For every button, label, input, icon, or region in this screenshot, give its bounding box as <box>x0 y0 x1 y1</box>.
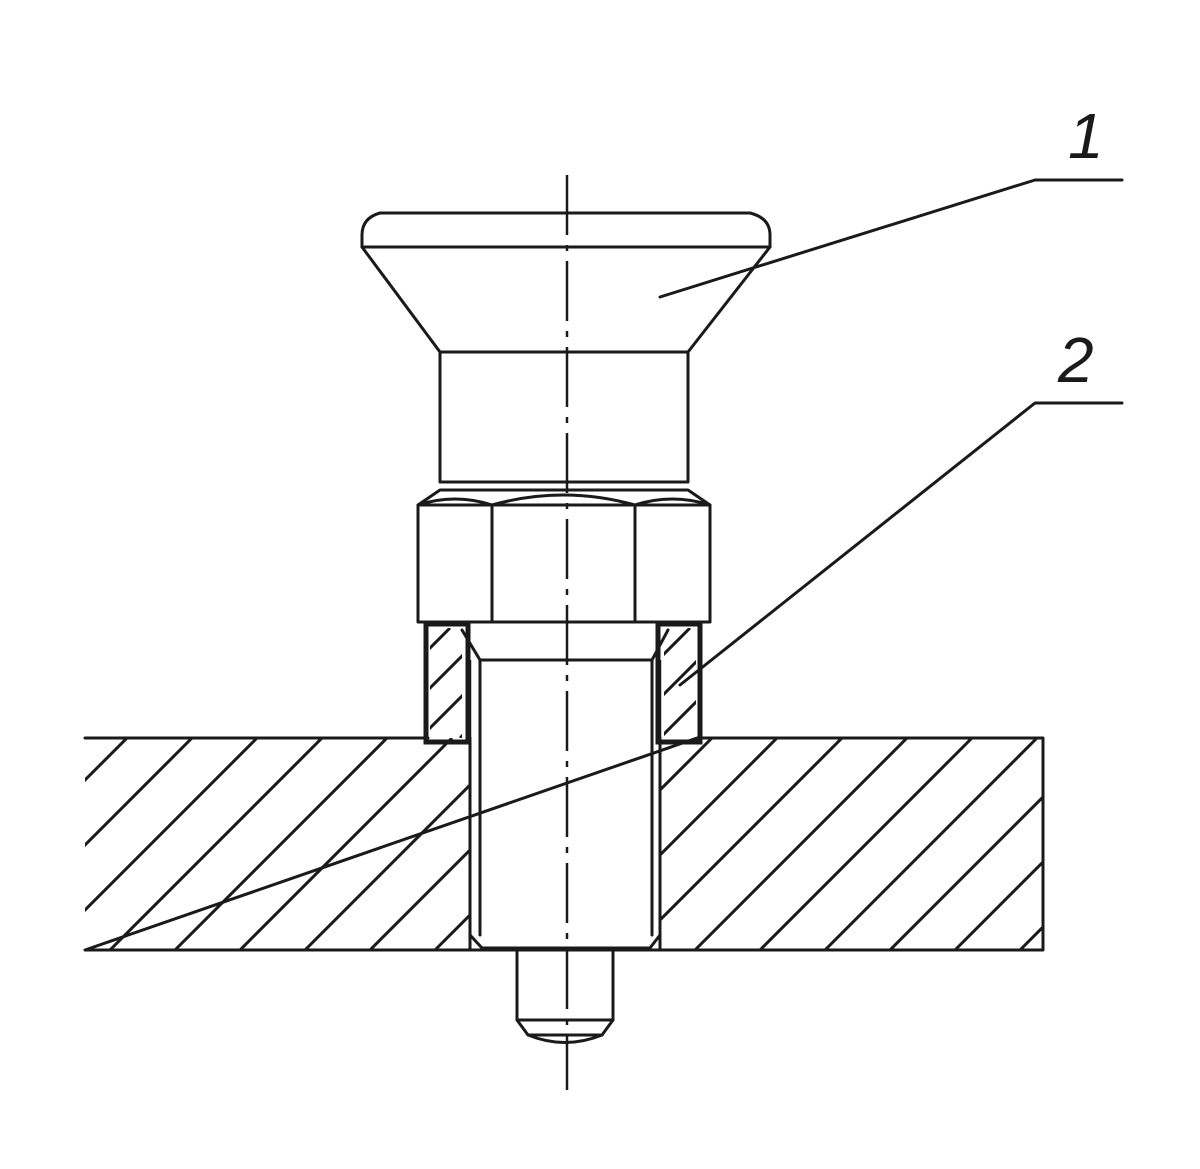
hatch-line <box>368 738 584 950</box>
hatch-line <box>658 628 696 738</box>
callout-2: 2 <box>678 324 1124 687</box>
hex-nut <box>416 488 712 624</box>
hatch-line <box>85 738 129 950</box>
bushing-hatching <box>300 628 810 738</box>
callout-1: 1 <box>658 100 1124 299</box>
hatch-line <box>430 628 452 738</box>
hatch-line <box>300 628 410 738</box>
hatch-line <box>498 628 612 738</box>
hatch-line <box>693 738 909 950</box>
hatch-line <box>85 738 259 950</box>
hatch-line <box>458 628 572 738</box>
hatch-line <box>1018 738 1043 950</box>
hatch-line <box>700 628 810 738</box>
hatch-line <box>0 738 62 950</box>
hatch-line <box>563 738 779 950</box>
hatch-line <box>108 738 324 950</box>
callout-1-label: 1 <box>1068 100 1104 172</box>
knob <box>360 211 772 484</box>
mounting-plate <box>0 736 1200 952</box>
hatch-line <box>758 738 974 950</box>
hatch-line <box>888 738 1043 950</box>
hatch-line <box>85 738 194 950</box>
plunger-pin <box>515 948 615 1044</box>
hatch-line <box>173 738 389 950</box>
hatch-line <box>433 738 649 950</box>
hatch-line <box>303 738 519 950</box>
hatch-line <box>238 738 454 950</box>
hatch-line <box>538 628 652 738</box>
threaded-shank <box>460 628 670 950</box>
hatch-line <box>953 738 1043 950</box>
hatch-line <box>628 738 844 950</box>
hatch-line <box>823 738 1039 950</box>
hatch-line <box>1085 738 1200 950</box>
callout-2-label: 2 <box>1057 324 1094 396</box>
